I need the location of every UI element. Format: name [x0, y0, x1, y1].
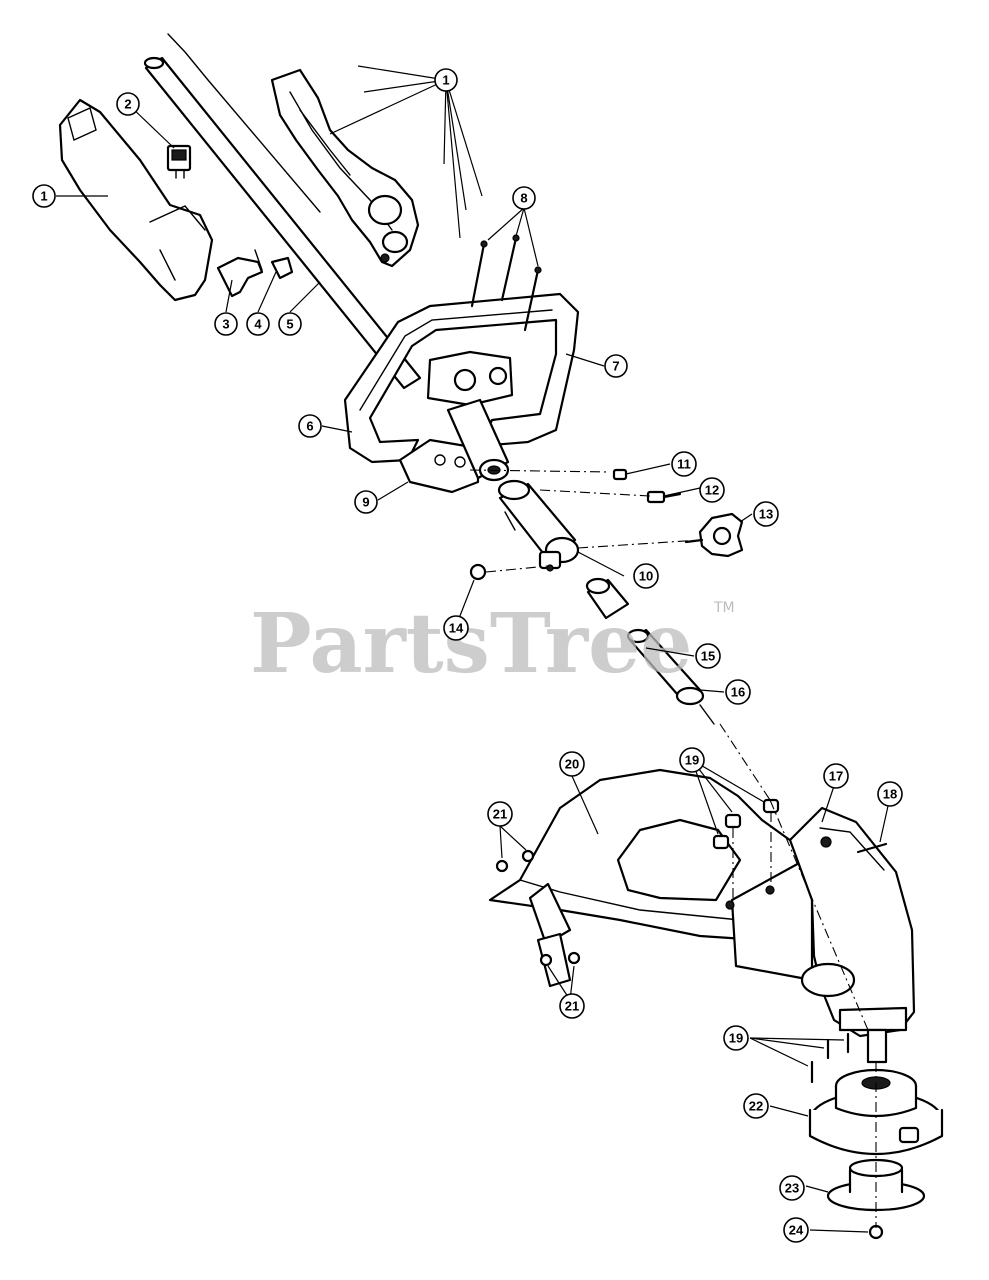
- callout-19-upper: 19: [679, 747, 705, 773]
- callout-5: 5: [278, 312, 302, 336]
- svg-text:12: 12: [705, 483, 719, 498]
- shaft-coupler: [497, 479, 580, 572]
- callout-8: 8: [512, 186, 536, 210]
- svg-text:5: 5: [286, 317, 293, 332]
- callout-9: 9: [354, 490, 378, 514]
- callout-2: 2: [116, 92, 140, 116]
- callout-22: 22: [743, 1093, 769, 1119]
- svg-text:19: 19: [729, 1031, 743, 1046]
- guard-nuts: [712, 798, 780, 850]
- svg-text:23: 23: [785, 1181, 799, 1196]
- svg-text:21: 21: [493, 807, 507, 822]
- hex-nut: [469, 563, 487, 581]
- callout-18: 18: [877, 781, 903, 807]
- svg-text:19: 19: [685, 753, 699, 768]
- svg-text:4: 4: [254, 317, 262, 332]
- callout-13: 13: [753, 501, 779, 527]
- trigger-spring: [270, 256, 294, 280]
- svg-text:22: 22: [749, 1099, 763, 1114]
- front-handle-screws: [470, 234, 542, 332]
- watermark-trademark: TM: [713, 600, 735, 616]
- svg-text:18: 18: [883, 787, 897, 802]
- svg-text:1: 1: [40, 189, 47, 204]
- svg-text:24: 24: [789, 1223, 804, 1238]
- svg-text:14: 14: [449, 621, 464, 636]
- callout-21-lower: 21: [559, 993, 585, 1019]
- callout-19-lower: 19: [723, 1025, 749, 1051]
- callout-24: 24: [783, 1217, 809, 1243]
- callout-21-upper: 21: [487, 801, 513, 827]
- svg-text:3: 3: [222, 317, 229, 332]
- leader-lines: [56, 65, 889, 1233]
- guard-screws: [495, 849, 581, 967]
- housing-screws: [810, 1032, 850, 1084]
- svg-text:11: 11: [677, 457, 691, 472]
- housing-screw: [856, 842, 888, 854]
- switch: [166, 144, 192, 179]
- callout-7: 7: [604, 354, 628, 378]
- assembly-lines: [469, 469, 877, 1228]
- shaft-section: [446, 398, 510, 480]
- svg-text:16: 16: [731, 685, 745, 700]
- svg-text:6: 6: [306, 419, 313, 434]
- motor-housing: [788, 806, 916, 1064]
- bolt: [646, 490, 682, 504]
- upper-handle-half: [270, 68, 420, 268]
- callout-14: 14: [443, 615, 469, 641]
- svg-text:7: 7: [612, 359, 619, 374]
- callout-15: 15: [695, 643, 721, 669]
- nut: [612, 468, 628, 481]
- svg-text:13: 13: [759, 507, 773, 522]
- callout-12: 12: [699, 477, 725, 503]
- callout-23: 23: [779, 1175, 805, 1201]
- callout-3: 3: [214, 312, 238, 336]
- callout-20: 20: [559, 751, 585, 777]
- callout-17: 17: [823, 763, 849, 789]
- trigger: [216, 249, 264, 298]
- grass-guard: [488, 768, 814, 988]
- svg-text:10: 10: [639, 569, 653, 584]
- callout-4: 4: [246, 312, 270, 336]
- watermark-text: PartsTree: [250, 596, 692, 692]
- callout-10: 10: [633, 563, 659, 589]
- svg-text:17: 17: [829, 769, 843, 784]
- svg-text:1: 1: [442, 73, 449, 88]
- svg-text:21: 21: [565, 999, 579, 1014]
- svg-text:2: 2: [124, 97, 131, 112]
- callout-16: 16: [725, 679, 751, 705]
- svg-text:15: 15: [701, 649, 715, 664]
- front-handle: [343, 292, 580, 464]
- handle-clamp: [398, 438, 480, 494]
- callout-11: 11: [671, 451, 697, 477]
- knob: [684, 512, 744, 558]
- lower-handle-half: [58, 98, 214, 302]
- bushing: [585, 577, 630, 620]
- upper-shaft: [143, 33, 422, 390]
- callout-1-left: 1: [32, 184, 56, 208]
- svg-text:8: 8: [520, 191, 527, 206]
- callout-1-top: 1: [434, 68, 458, 92]
- svg-text:20: 20: [565, 757, 579, 772]
- svg-text:9: 9: [362, 495, 369, 510]
- callout-6: 6: [298, 414, 322, 438]
